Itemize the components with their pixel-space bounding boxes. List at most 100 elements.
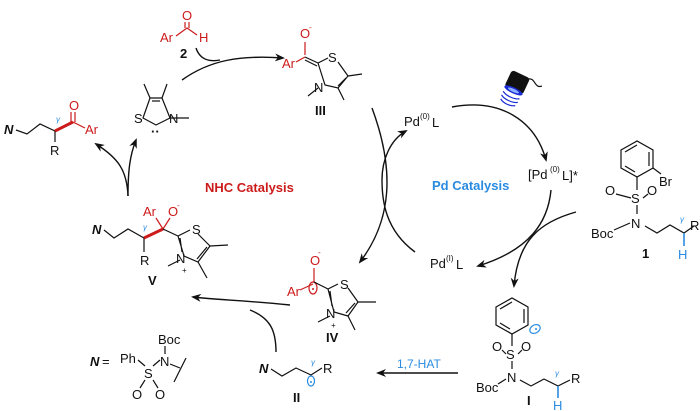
adduct-chain (103, 228, 145, 239)
product-n-label: N (4, 122, 14, 137)
radical-gamma-label: γ (311, 358, 316, 367)
ndef-n-atom: N (160, 354, 169, 369)
ketyl-red-bonds (299, 268, 315, 291)
arrow-aldehyde-join (195, 47, 221, 62)
product-carbonyl-bonds (70, 112, 86, 129)
radical-dot (310, 381, 312, 383)
pd1-ox-state: (I) (446, 254, 454, 263)
aryl-gamma-label: γ (555, 369, 560, 378)
radical-chain (270, 367, 323, 377)
ketyl-n-label: N (326, 306, 335, 321)
substrate-o1-label: O (605, 183, 615, 198)
pd-catalysis-label: Pd Catalysis (432, 178, 509, 193)
pd0-excited-text: [Pd (528, 167, 548, 182)
ketyl-charge: - (318, 248, 321, 257)
aryl-radical-I: S O O N Boc γ R H I (476, 297, 580, 411)
breslow-methyls (307, 73, 363, 101)
pd0-excited-ligand: L]* (562, 168, 578, 183)
product-new-bond (54, 120, 74, 133)
label-III: III (315, 103, 326, 118)
blue-led-lamp-icon (500, 70, 543, 107)
arrow-II-join (249, 309, 277, 353)
adduct-ring-double (196, 246, 208, 260)
aldehyde-ar-label: Ar (160, 30, 174, 45)
aryl-r-label: R (571, 371, 580, 386)
pd1-species: Pd (I) L (430, 254, 463, 272)
substrate-br-label: Br (659, 174, 673, 189)
radical-orbital (306, 375, 316, 387)
ndef-s-label: S (144, 366, 153, 381)
nhc-carbene: S N ·· (134, 83, 189, 139)
substrate-so-bonds (615, 193, 649, 199)
adduct-red-bonds (155, 217, 171, 230)
arrow-1-to-I (510, 211, 577, 288)
substrate-s-label: S (631, 191, 640, 206)
adduct-gamma-label: γ (143, 223, 148, 232)
breslow-exo-double-bond (304, 56, 319, 67)
aryl-o2-label: O (521, 339, 531, 354)
adduct-s-label: S (192, 222, 201, 237)
substrate-1: Br S O O N Boc γ R H 1 (591, 140, 699, 262)
aryl-radical-dot (535, 328, 537, 330)
ketyl-radical-orbital (308, 281, 318, 295)
aldehyde-co-bond (184, 22, 190, 28)
ketyl-ar-label: Ar (287, 284, 301, 299)
label-I: I (527, 393, 531, 408)
label-II: II (293, 390, 300, 405)
ketyl-ring-double (345, 302, 356, 314)
arrow-pd1-to-pd0 (381, 130, 416, 253)
arrow-excited-to-pd1 (476, 189, 552, 268)
product-r-label: R (50, 143, 59, 158)
ketyl-o-label: O (310, 253, 320, 268)
pd0-text: Pd (404, 114, 420, 129)
breslow-o-label: O (300, 26, 310, 41)
ketyl-radical-dot (312, 288, 314, 290)
aryl-h-label: H (553, 398, 562, 411)
compound-number-2: 2 (180, 46, 187, 61)
aldehyde-bonds (175, 27, 198, 37)
ndef-o1-label: O (132, 387, 142, 402)
ndef-ph-label: Ph (120, 351, 136, 366)
alkyl-radical-II: N γ R II (259, 358, 332, 405)
adduct-n-label: N (92, 222, 102, 237)
substrate-o2-label: O (647, 183, 657, 198)
breslow-intermediate-III: O - Ar S N III (282, 23, 363, 118)
carbene-s-label: S (134, 111, 143, 126)
aldehyde-h-label: H (199, 30, 208, 45)
arrow-V-to-product (94, 142, 129, 197)
ndef-bonds (137, 359, 161, 367)
substrate-benzene-inner (624, 144, 650, 173)
substrate-r-label: R (690, 218, 699, 233)
ketyl-s-label: S (340, 277, 349, 292)
ndef-o2-label: O (155, 387, 165, 402)
breslow-red-bonds (295, 42, 306, 63)
ndef-so2-bonds (139, 379, 159, 389)
breslow-n-label: N (314, 80, 323, 95)
aryl-n-label: N (507, 370, 516, 385)
ndef-attachment-wavy (169, 357, 187, 383)
ndef-boc-label: Boc (158, 332, 181, 347)
breslow-ar-label: Ar (282, 56, 296, 71)
aryl-s-label: S (506, 347, 515, 362)
hat-label: 1,7-HAT (397, 357, 441, 371)
ndef-n-label: N (90, 354, 100, 369)
adduct-n-ring-label: N (176, 251, 185, 266)
arrow-carbene-to-breslow (181, 53, 285, 81)
substrate-h-label: H (678, 247, 687, 262)
aldehyde-o-label: O (182, 8, 192, 23)
pd0-species: Pd (0) L (404, 112, 439, 130)
product-o-label: O (69, 98, 79, 113)
label-V: V (148, 273, 157, 288)
radical-n-label: N (259, 361, 269, 376)
adduct-o-label: O (168, 204, 178, 219)
radical-r-label: R (323, 361, 332, 376)
product-gamma-label: γ (56, 115, 61, 124)
adduct-thiazolium-ring (162, 228, 211, 263)
substrate-benzene-ring (620, 140, 654, 178)
aryl-chain (497, 378, 571, 387)
pd0-excited-species: [Pd (0) L]* (528, 165, 578, 183)
arrow-V-to-carbene (127, 138, 137, 197)
aryl-radical-orbital (529, 323, 541, 335)
pd0-excited-ox-state: (0) (550, 165, 560, 174)
